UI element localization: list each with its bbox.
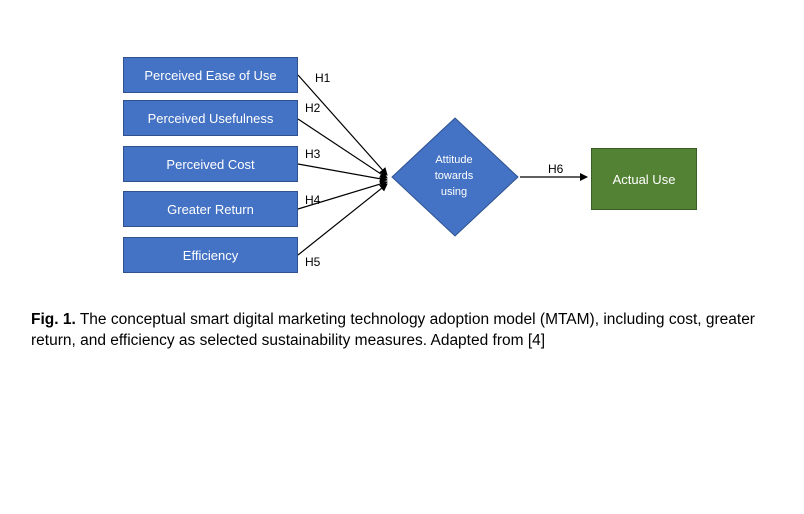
construct-efficiency: Efficiency [123,237,298,273]
attitude-label: Attitude towards using [418,152,490,200]
figure-caption: Fig. 1. The conceptual smart digital mar… [31,309,791,351]
hypothesis-label-h2: H2 [305,101,321,115]
construct-perceived-ease-of-use: Perceived Ease of Use [123,57,298,93]
attitude-diamond [391,117,519,237]
hypothesis-label-h5: H5 [305,255,321,269]
attitude-label-line: Attitude [435,154,473,166]
arrow-h5 [297,183,388,256]
outcome-actual-use: Actual Use [591,148,697,210]
caption-text: The conceptual smart digital marketing t… [31,311,755,349]
arrow-h1 [297,74,388,176]
arrow-h2 [297,118,388,179]
construct-label: Greater Return [167,201,254,217]
construct-perceived-cost: Perceived Cost [123,146,298,182]
construct-perceived-usefulness: Perceived Usefulness [123,100,298,136]
hypothesis-label-h1: H1 [315,71,331,85]
construct-greater-return: Greater Return [123,191,298,227]
hypothesis-label-h4: H4 [305,193,321,207]
hypothesis-label-h6: H6 [548,162,564,176]
attitude-label-line: towards [434,170,474,182]
hypothesis-label-h3: H3 [305,147,321,161]
construct-label: Perceived Cost [166,156,255,172]
arrow-h4 [297,180,388,210]
construct-label: Perceived Usefulness [147,110,274,126]
outcome-label: Actual Use [612,171,676,187]
caption-lead: Fig. 1. [31,311,76,328]
attitude-label-line: using [440,186,468,198]
construct-label: Perceived Ease of Use [144,67,277,83]
construct-label: Efficiency [182,247,239,263]
arrow-h3 [297,163,388,183]
